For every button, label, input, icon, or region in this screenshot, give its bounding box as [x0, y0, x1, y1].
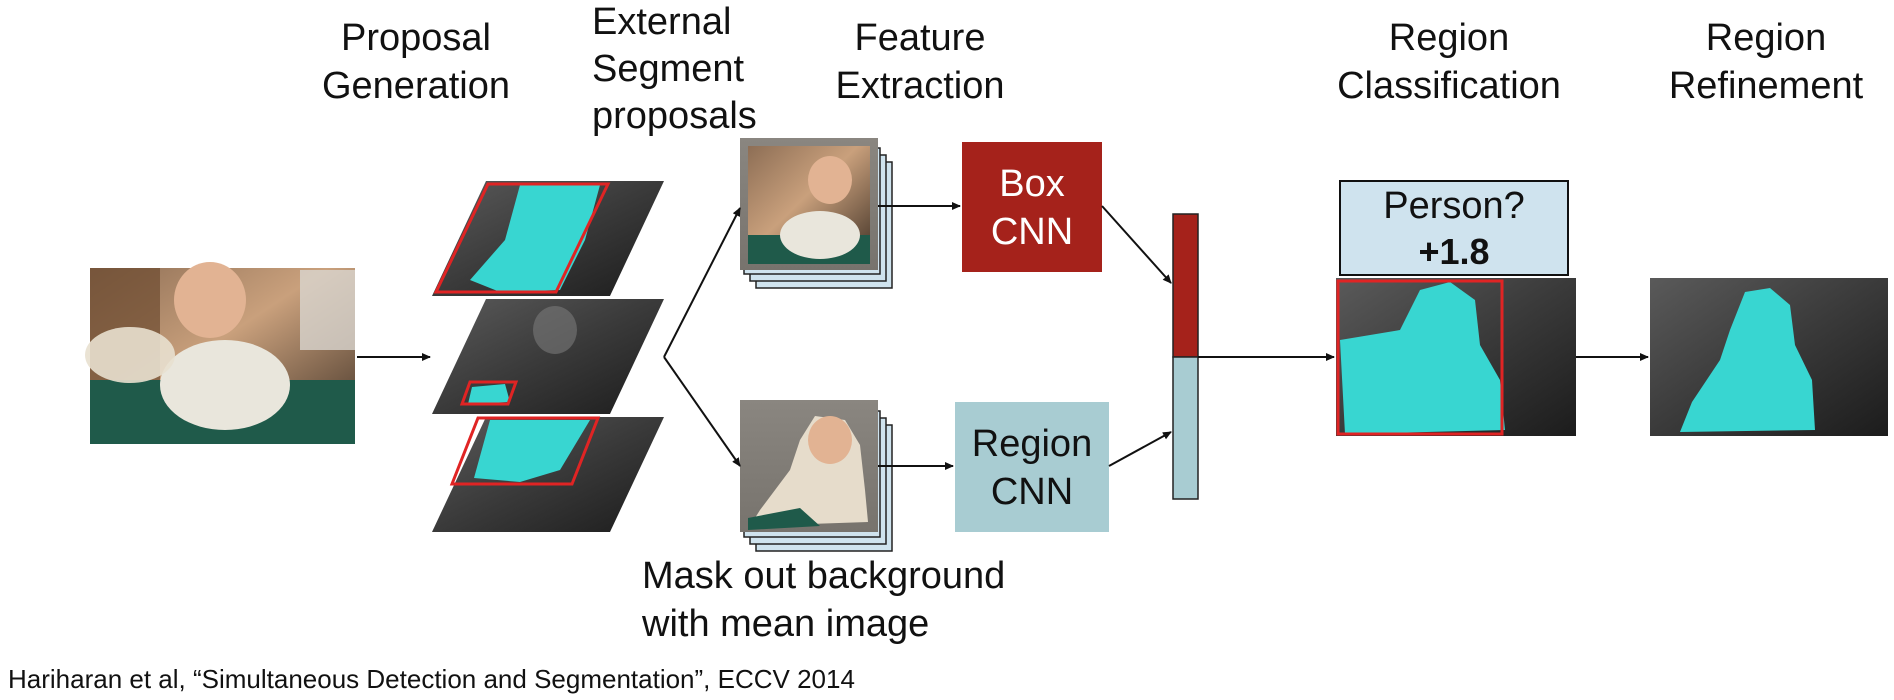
header-feature-line1: Feature	[855, 17, 986, 59]
header-external-line2: Segment	[592, 48, 745, 90]
arrow-box-cnn-to-feature	[1101, 205, 1172, 284]
arrow-branch-to-region	[663, 356, 741, 467]
input-image	[85, 262, 355, 444]
classified-region-image	[1336, 278, 1576, 436]
header-external-line3: proposals	[592, 95, 757, 137]
region-cnn-line1: Region	[972, 423, 1092, 465]
header-proposal-line1: Proposal	[341, 17, 491, 59]
mask-note-line2: with mean image	[641, 603, 929, 645]
region-cnn-line2: CNN	[991, 471, 1073, 513]
header-external-line1: External	[592, 1, 731, 43]
arrow-region-cnn-to-feature	[1108, 431, 1172, 467]
header-classification-line1: Region	[1389, 17, 1509, 59]
refined-region-image	[1650, 278, 1888, 436]
classification-score: +1.8	[1418, 231, 1489, 272]
proposal-3	[432, 416, 664, 532]
classification-label-box: Person? +1.8	[1339, 180, 1569, 276]
header-proposal-line2: Generation	[322, 65, 510, 107]
header-refinement-line2: Refinement	[1669, 65, 1864, 107]
header-refinement-line1: Region	[1706, 17, 1826, 59]
mask-note-line1: Mask out background	[642, 555, 1005, 597]
box-image-stack	[740, 138, 893, 289]
arrow-branch-to-box	[663, 207, 741, 358]
box-cnn-line2: CNN	[991, 211, 1073, 253]
header-classification-line2: Classification	[1337, 65, 1561, 107]
concatenated-feature-vector	[1172, 213, 1199, 500]
box-cnn-line1: Box	[999, 163, 1064, 205]
header-feature-line2: Extraction	[836, 65, 1005, 107]
region-cnn: Region CNN	[955, 402, 1109, 532]
proposal-2	[432, 299, 664, 414]
arrows	[357, 202, 1649, 470]
classification-question: Person?	[1383, 185, 1525, 227]
citation: Hariharan et al, “Simultaneous Detection…	[8, 664, 855, 694]
proposal-1	[432, 181, 664, 296]
box-cnn: Box CNN	[962, 142, 1102, 272]
proposal-stack	[432, 181, 664, 532]
region-image-stack	[740, 400, 893, 552]
